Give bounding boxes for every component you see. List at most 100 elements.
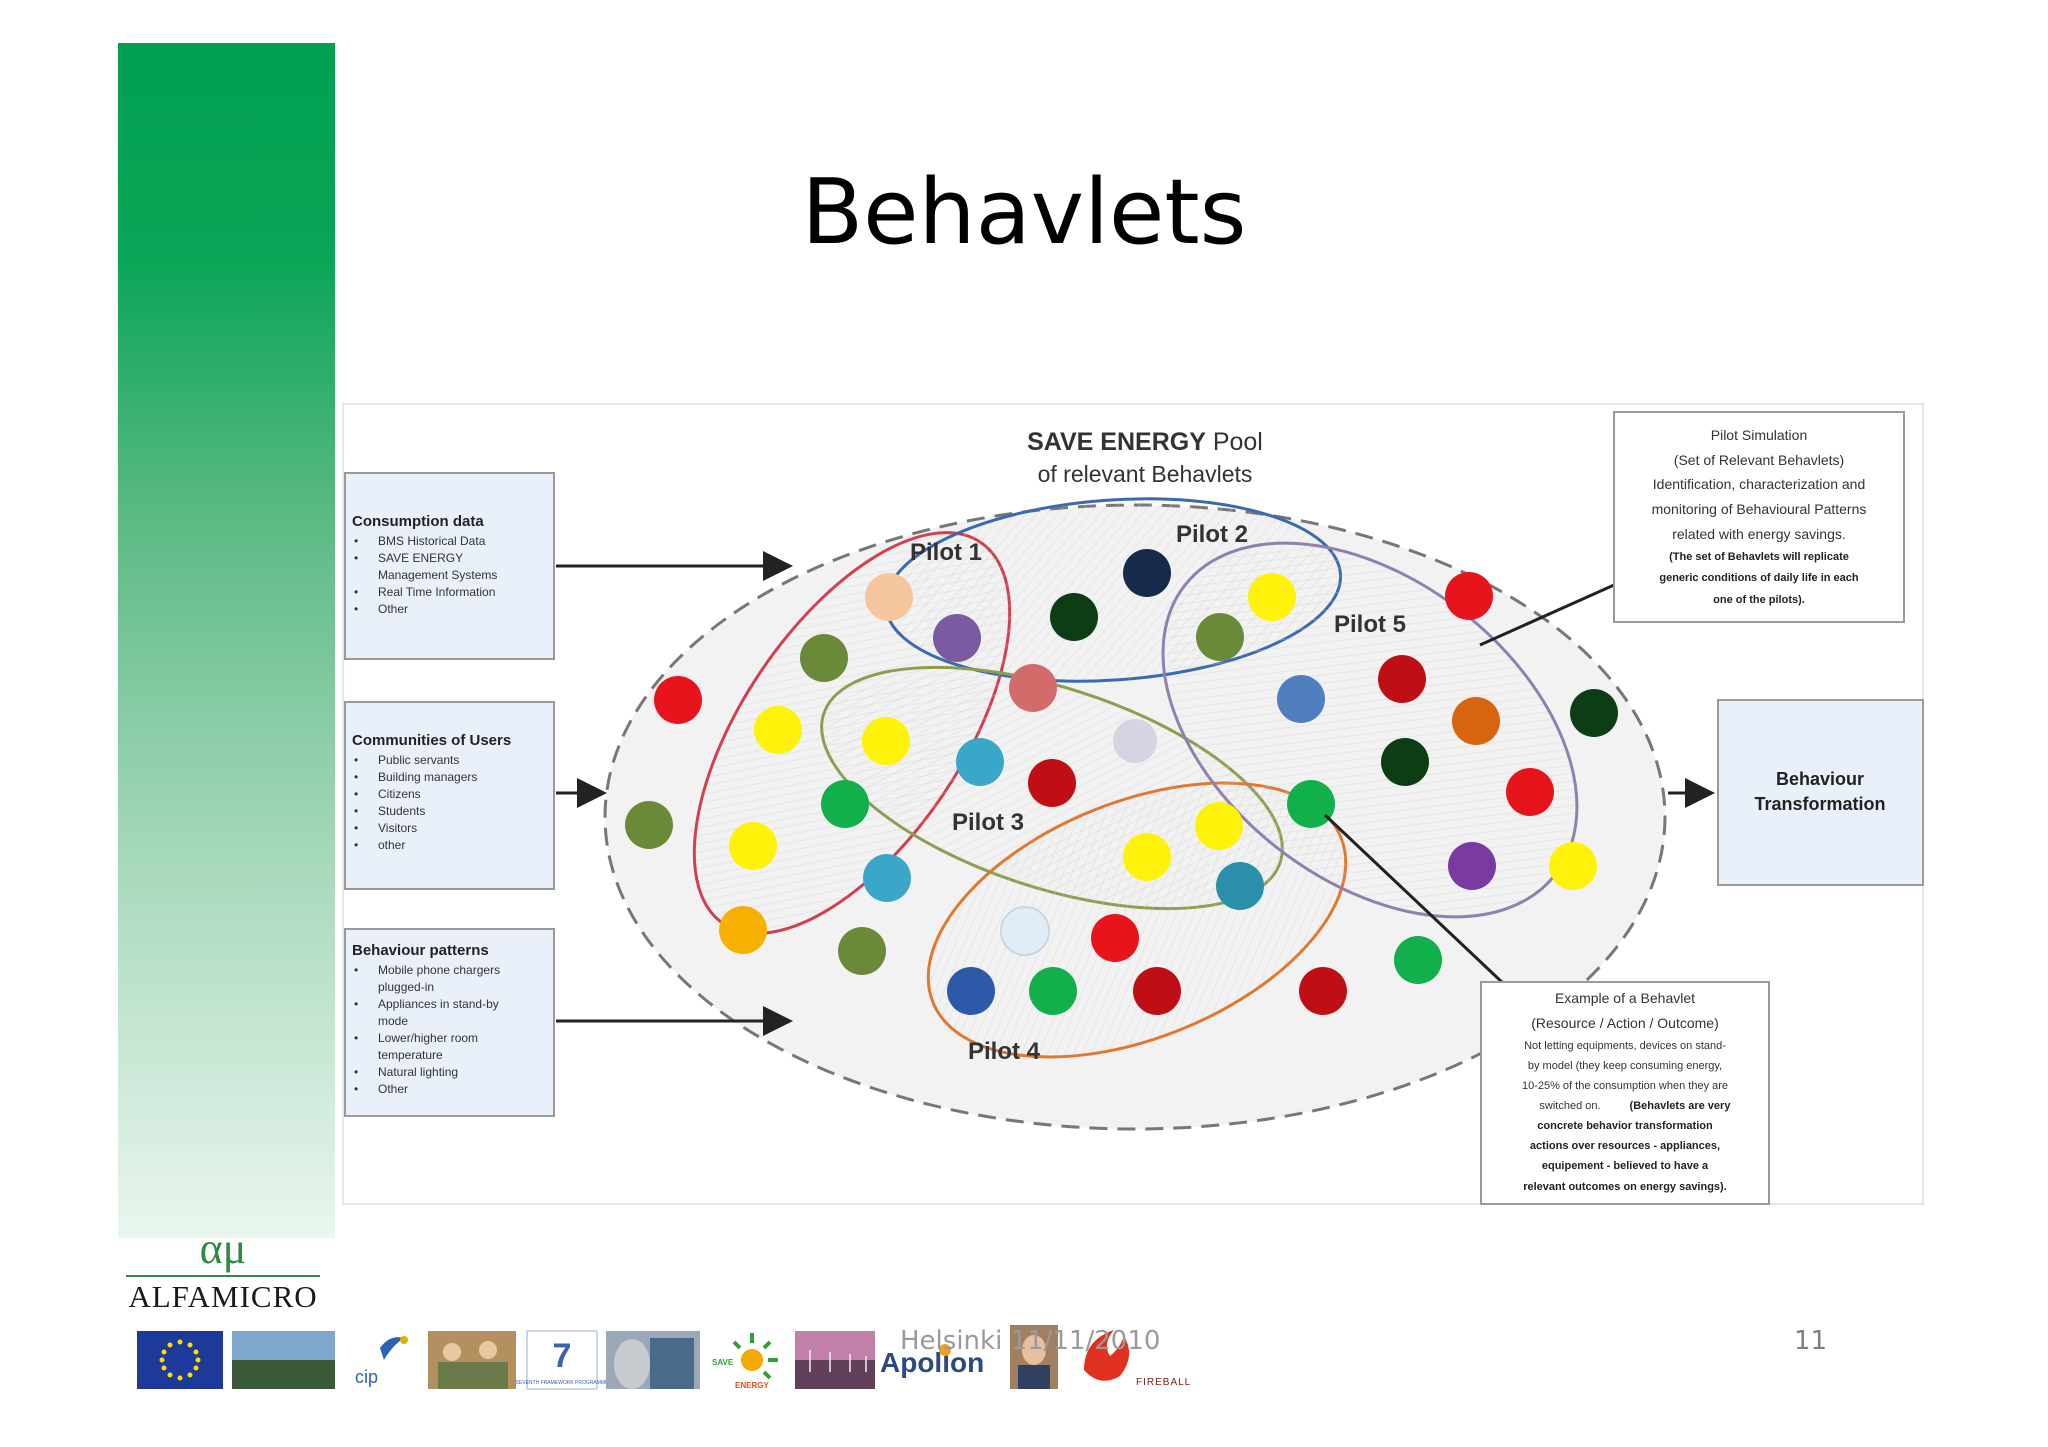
svg-text:Behaviour: Behaviour <box>1776 769 1864 789</box>
svg-text:•: • <box>354 821 358 835</box>
svg-text:Not letting equipments, device: Not letting equipments, devices on stand… <box>1524 1040 1726 1052</box>
svg-text:7: 7 <box>553 1337 572 1375</box>
alfamicro-logo: αμ ALFAMICRO <box>118 1225 328 1315</box>
behavlet-dot <box>838 927 886 975</box>
svg-text:generic conditions of daily li: generic conditions of daily life in each <box>1659 572 1859 584</box>
svg-text:Building managers: Building managers <box>378 770 477 784</box>
behavlet-dot <box>1123 549 1171 597</box>
behavlet-dot <box>1196 613 1244 661</box>
behavlet-dot <box>863 854 911 902</box>
behavlet-dot <box>862 717 910 765</box>
svg-text:relevant outcomes on energy sa: relevant outcomes on energy savings). <box>1523 1181 1727 1193</box>
svg-text:Real Time Information: Real Time Information <box>378 585 495 599</box>
behavlet-dot <box>1029 967 1077 1015</box>
svg-text:•: • <box>354 1082 358 1096</box>
solar-panels-photo <box>232 1331 335 1389</box>
behavlet-dot <box>754 706 802 754</box>
behavlet-dot <box>1216 862 1264 910</box>
callout-bottom-connector <box>1323 813 1507 987</box>
behavlet-dot <box>933 614 981 662</box>
behavlet-dot <box>1091 914 1139 962</box>
green-sidebar-bar <box>118 43 335 1238</box>
input-box-consumption: Consumption data •BMS Historical Data •S… <box>344 472 555 660</box>
cip-logo: cip <box>355 1336 408 1387</box>
behavlet-dot <box>1000 906 1050 956</box>
behavlet-dot <box>1570 689 1618 737</box>
svg-text:•: • <box>354 804 358 818</box>
svg-text:•: • <box>354 1031 358 1045</box>
svg-text:Communities of Users: Communities of Users <box>352 732 511 749</box>
pilot-label-2: Pilot 2 <box>1176 521 1248 548</box>
svg-text:(Resource / Action / Outcome): (Resource / Action / Outcome) <box>1531 1015 1719 1031</box>
svg-text:by model (they keep consuming: by model (they keep consuming energy, <box>1528 1060 1722 1072</box>
svg-text:temperature: temperature <box>378 1048 443 1062</box>
svg-text:plugged-in: plugged-in <box>378 980 434 994</box>
behavlet-dot <box>956 738 1004 786</box>
svg-text:(Set of Relevant Behavlets): (Set of Relevant Behavlets) <box>1674 452 1844 468</box>
svg-text:Visitors: Visitors <box>378 821 417 835</box>
behavlet-dot <box>1378 655 1426 703</box>
behavlet-dot <box>1050 593 1098 641</box>
pilot-label-3: Pilot 3 <box>952 809 1024 836</box>
svg-text:Lower/higher room: Lower/higher room <box>378 1031 478 1045</box>
svg-text:Pilot Simulation: Pilot Simulation <box>1711 427 1808 443</box>
seventh-framework-programme-logo: 7 SEVENTH FRAMEWORK PROGRAMME <box>516 1330 609 1390</box>
svg-text:Identification, characterizati: Identification, characterization and <box>1653 476 1865 492</box>
page-number: 11 <box>1794 1326 1828 1356</box>
building-photo <box>606 1331 700 1389</box>
svg-text:concrete behavior transformati: concrete behavior transformation <box>1537 1120 1713 1132</box>
svg-text:Consumption data: Consumption data <box>352 513 484 530</box>
svg-text:•: • <box>354 770 358 784</box>
svg-text:10-25% of the consumption when: 10-25% of the consumption when they are <box>1522 1080 1728 1092</box>
svg-text:(Behavlets are very: (Behavlets are very <box>1630 1100 1732 1112</box>
svg-text:•: • <box>354 838 358 852</box>
svg-text:cip: cip <box>355 1367 378 1387</box>
svg-text:(The set of Behavlets will rep: (The set of Behavlets will replicate <box>1669 551 1849 563</box>
behavlet-dot <box>654 676 702 724</box>
behavlet-dot <box>1009 664 1057 712</box>
svg-text:Appliances in stand-by: Appliances in stand-by <box>378 997 499 1011</box>
svg-text:mode: mode <box>378 1014 408 1028</box>
svg-text:•: • <box>354 787 358 801</box>
behavlet-dot <box>1248 573 1296 621</box>
slide-title: Behavlets <box>801 160 1247 265</box>
pilot-label-1: Pilot 1 <box>910 539 982 566</box>
footer-location-date: Helsinki 11/11/2010 <box>900 1326 1161 1356</box>
behavlet-dot <box>729 822 777 870</box>
alfamicro-logo-symbol: αμ <box>199 1224 247 1273</box>
svg-text:Management Systems: Management Systems <box>378 568 497 582</box>
output-box: Behaviour Transformation <box>1717 699 1924 886</box>
svg-text:SAVE ENERGY: SAVE ENERGY <box>378 551 463 565</box>
pilot-label-4: Pilot 4 <box>968 1038 1041 1065</box>
svg-text:•: • <box>354 602 358 616</box>
svg-text:other: other <box>378 838 405 852</box>
svg-text:•: • <box>354 534 358 548</box>
svg-text:Example of a Behavlet: Example of a Behavlet <box>1555 990 1695 1006</box>
svg-text:one of the pilots).: one of the pilots). <box>1713 594 1805 606</box>
svg-text:•: • <box>354 753 358 767</box>
callout-top-connector <box>1479 583 1615 647</box>
input-box-behaviour-patterns: Behaviour patterns •Mobile phone charger… <box>344 928 555 1117</box>
behavlet-dot <box>1299 967 1347 1015</box>
fireball-logo: FIREBALL <box>1084 1330 1190 1388</box>
behavlet-dot <box>1133 967 1181 1015</box>
behavlet-dot <box>1028 759 1076 807</box>
svg-text:related with energy savings.: related with energy savings. <box>1672 526 1846 542</box>
behavlet-dot <box>1287 780 1335 828</box>
behavlet-dots <box>625 549 1618 1015</box>
svg-text:SEVENTH FRAMEWORK PROGRAMME: SEVENTH FRAMEWORK PROGRAMME <box>516 1380 609 1386</box>
svg-text:•: • <box>354 997 358 1011</box>
svg-text:Citizens: Citizens <box>378 787 421 801</box>
svg-text:SAVE: SAVE <box>712 1358 734 1367</box>
person-photo <box>1010 1325 1058 1389</box>
behavlet-dot <box>1394 936 1442 984</box>
pool-subtitle: of relevant Behavlets <box>1038 461 1253 487</box>
svg-text:•: • <box>354 1065 358 1079</box>
svg-text:Natural lighting: Natural lighting <box>378 1065 458 1079</box>
behavlet-dot <box>1381 738 1429 786</box>
behavlet-dot <box>1277 675 1325 723</box>
behavlet-dot <box>1445 572 1493 620</box>
svg-text:Behaviour patterns: Behaviour patterns <box>352 942 489 959</box>
